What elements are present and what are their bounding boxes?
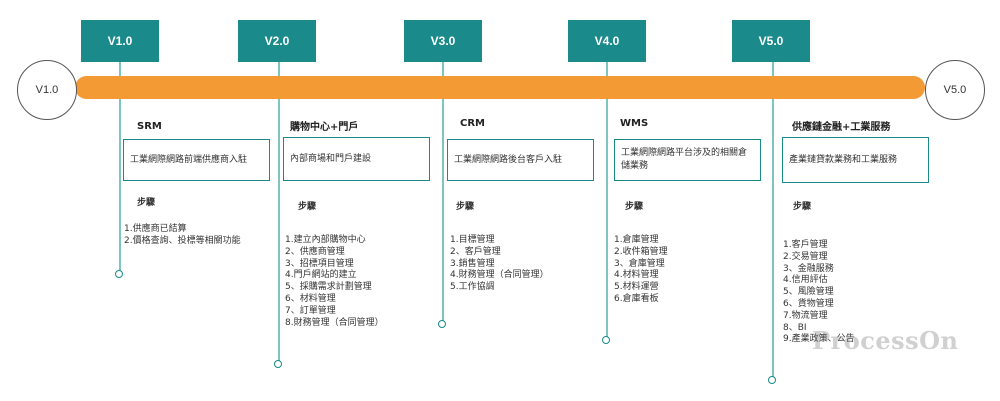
phase-description-text: 工業網際網路前端供應商入駐 <box>130 154 248 165</box>
phase-stem <box>442 99 444 323</box>
phase-description-text: 產業鏈貸款業務和工業服務 <box>789 154 898 165</box>
step-item: 3、招標項目管理 <box>285 258 354 269</box>
step-item: 1.供應商已結算 <box>124 224 187 234</box>
version-label: V3.0 <box>430 34 456 48</box>
step-item: 3、倉庫管理 <box>614 258 665 269</box>
steps-label: 步驟 <box>456 202 475 212</box>
phase-stem <box>772 99 774 379</box>
phase-description-text: 工業網際網路後台客戶入駐 <box>454 154 563 165</box>
steps-label: 步驟 <box>137 198 156 208</box>
steps-label: 步驟 <box>298 202 317 212</box>
version-label: V1.0 <box>107 34 133 48</box>
step-item: 1.目標管理 <box>450 235 495 245</box>
phase-title: CRM <box>460 118 485 129</box>
step-item: 2、供應商管理 <box>285 246 345 257</box>
step-item: 4.門戶網站的建立 <box>285 270 357 281</box>
step-item: 4.材料管理 <box>614 270 659 281</box>
version-label: V4.0 <box>594 34 620 48</box>
steps-list: 1.建立內部購物中心 2、供應商管理 3、招標項目管理 4.門戶網站的建立 5、… <box>285 235 384 329</box>
steps-list: 1.客戶管理 2.交易管理 3、金融服務 4.信用評估 5、風險管理 6、貨物管… <box>783 240 855 346</box>
step-item: 6.倉庫看板 <box>614 293 659 304</box>
version-box: V4.0 <box>568 20 646 62</box>
version-box: V2.0 <box>238 20 316 62</box>
version-label: V2.0 <box>264 34 290 48</box>
step-item: 9.產業政策、公告 <box>783 334 855 345</box>
step-item: 1.建立內部購物中心 <box>285 235 366 245</box>
processon-watermark: ProcessOn <box>812 326 959 355</box>
step-item: 2.收件箱管理 <box>614 246 668 257</box>
steps-label: 步驟 <box>625 202 644 212</box>
step-item: 1.倉庫管理 <box>614 235 659 245</box>
step-item: 2、客戶管理 <box>450 246 501 257</box>
phase-stem <box>278 99 280 363</box>
phase-title: SRM <box>137 121 162 132</box>
phase-end-dot <box>115 270 123 278</box>
phase-end-dot <box>602 336 610 344</box>
step-item: 4.信用評估 <box>783 275 828 286</box>
step-item: 5、風險管理 <box>783 287 834 298</box>
step-item: 4.財務管理（合同管理） <box>450 270 549 281</box>
timeline-end-circle: V5.0 <box>925 60 985 120</box>
phase-description-text: 工業網際網路平台涉及的相關倉儲業務 <box>621 148 748 171</box>
timeline-end-label: V5.0 <box>943 84 967 96</box>
timeline-start-circle: V1.0 <box>17 60 77 120</box>
phase-end-dot <box>274 360 282 368</box>
version-connector <box>119 62 121 76</box>
phase-description: 內部商場和門戶建設 <box>283 137 430 181</box>
version-box: V1.0 <box>81 20 159 62</box>
version-box: V5.0 <box>732 20 810 62</box>
timeline-start-label: V1.0 <box>35 84 59 96</box>
phase-description: 產業鏈貸款業務和工業服務 <box>782 137 929 183</box>
phase-description-text: 內部商場和門戶建設 <box>290 153 372 164</box>
version-label: V5.0 <box>758 34 784 48</box>
step-item: 5、採購需求計劃管理 <box>285 282 372 293</box>
step-item: 2.交易管理 <box>783 251 828 262</box>
step-item: 3、金融服務 <box>783 263 834 274</box>
phase-title: 供應鏈金融+工業服務 <box>792 122 891 133</box>
step-item: 5.材料運營 <box>614 282 659 293</box>
step-item: 6、貨物管理 <box>783 298 834 309</box>
phase-end-dot <box>438 320 446 328</box>
phase-stem <box>119 99 121 274</box>
steps-list: 1.目標管理 2、客戶管理 3.銷售管理 4.財務管理（合同管理） 5.工作協調 <box>450 235 549 294</box>
steps-label: 步驟 <box>793 202 812 212</box>
phase-description: 工業網際網路平台涉及的相關倉儲業務 <box>614 139 761 181</box>
step-item: 1.客戶管理 <box>783 240 828 250</box>
phase-description: 工業網際網路後台客戶入駐 <box>447 139 594 181</box>
phase-end-dot <box>768 376 776 384</box>
step-item: 3.銷售管理 <box>450 258 495 269</box>
step-item: 5.工作協調 <box>450 282 495 293</box>
step-item: 8、BI <box>783 322 807 333</box>
version-connector <box>772 62 774 76</box>
phase-description: 工業網際網路前端供應商入駐 <box>123 139 270 181</box>
step-item: 8.財務管理（合同管理） <box>285 317 384 328</box>
version-connector <box>442 62 444 76</box>
version-box: V3.0 <box>404 20 482 62</box>
step-item: 6、材料管理 <box>285 293 336 304</box>
phase-title: WMS <box>620 118 649 129</box>
version-connector <box>278 62 280 76</box>
steps-list: 1.供應商已結算 2.價格查詢、投標等相關功能 <box>124 224 241 248</box>
phase-title: 購物中心+門戶 <box>290 122 359 133</box>
step-item: 7、訂單管理 <box>285 305 336 316</box>
timeline-bar <box>75 76 925 99</box>
step-item: 2.價格查詢、投標等相關功能 <box>124 235 241 246</box>
step-item: 7.物流管理 <box>783 310 828 321</box>
phase-stem <box>606 99 608 339</box>
version-connector <box>606 62 608 76</box>
steps-list: 1.倉庫管理 2.收件箱管理 3、倉庫管理 4.材料管理 5.材料運營 6.倉庫… <box>614 235 668 306</box>
